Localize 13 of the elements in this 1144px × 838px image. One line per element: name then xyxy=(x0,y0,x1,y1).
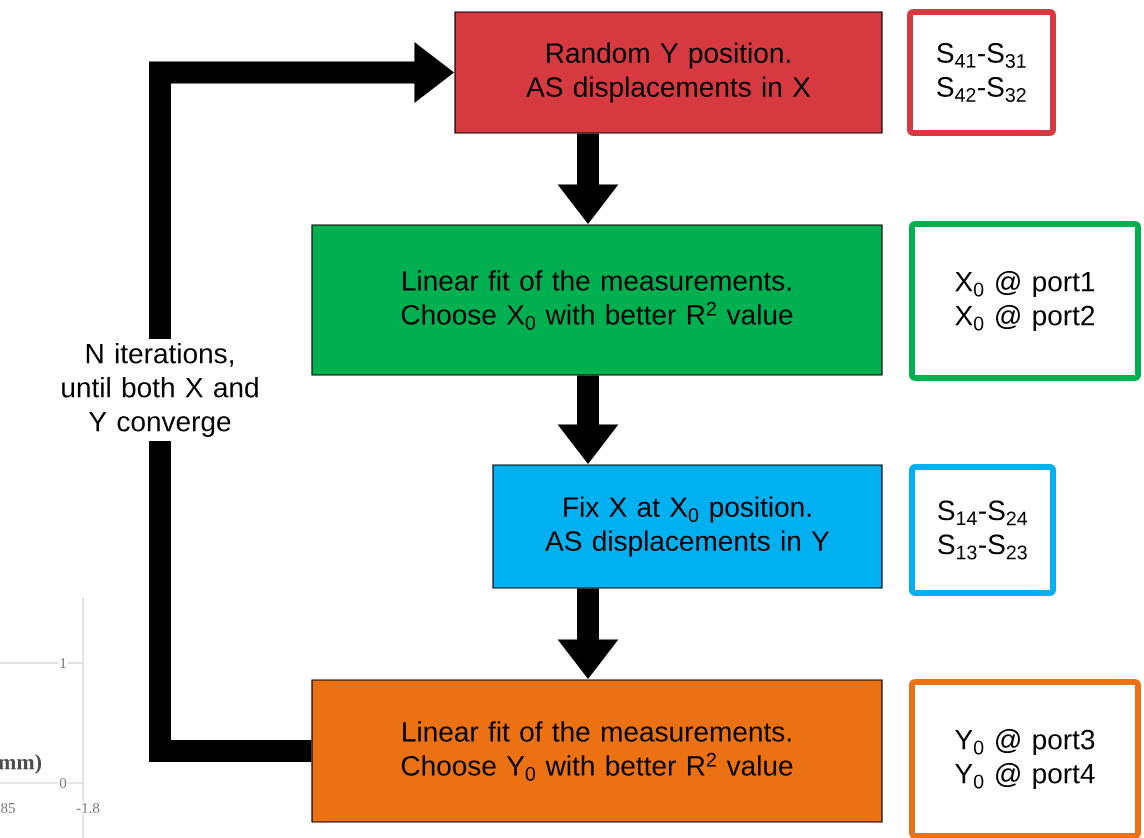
tick-label: 85 xyxy=(0,801,17,815)
process-box: Random Y position. AS displacements in X xyxy=(454,11,883,134)
process-box: Fix X at X$_{0}$ position. AS displacements in Y xyxy=(492,464,883,589)
result-box: S$_{14}$-S$_{24}$ S$_{13}$-S$_{23}$ xyxy=(909,464,1056,596)
result-box: S$_{41}$-S$_{31}$ S$_{42}$-S$_{32}$ xyxy=(907,9,1056,136)
process-box: Linear fit of the measurements. Choose Y$_{0}$ with better R$^{2}$ value xyxy=(311,679,883,823)
tick-label: -1.8 xyxy=(75,801,101,815)
process-box: Linear fit of the measurements. Choose X$_{0}$ with better R$^{2}$ value xyxy=(311,224,883,376)
result-box: X$_{0}$ @ port1 X$_{0}$ @ port2 xyxy=(909,221,1141,381)
tick-label: 0 xyxy=(58,776,68,790)
result-box: Y$_{0}$ @ port3 Y$_{0}$ @ port4 xyxy=(909,679,1141,838)
edge-label: N iterations, until both X and Y converge xyxy=(27,338,293,442)
tick-label: 1 xyxy=(58,657,68,669)
